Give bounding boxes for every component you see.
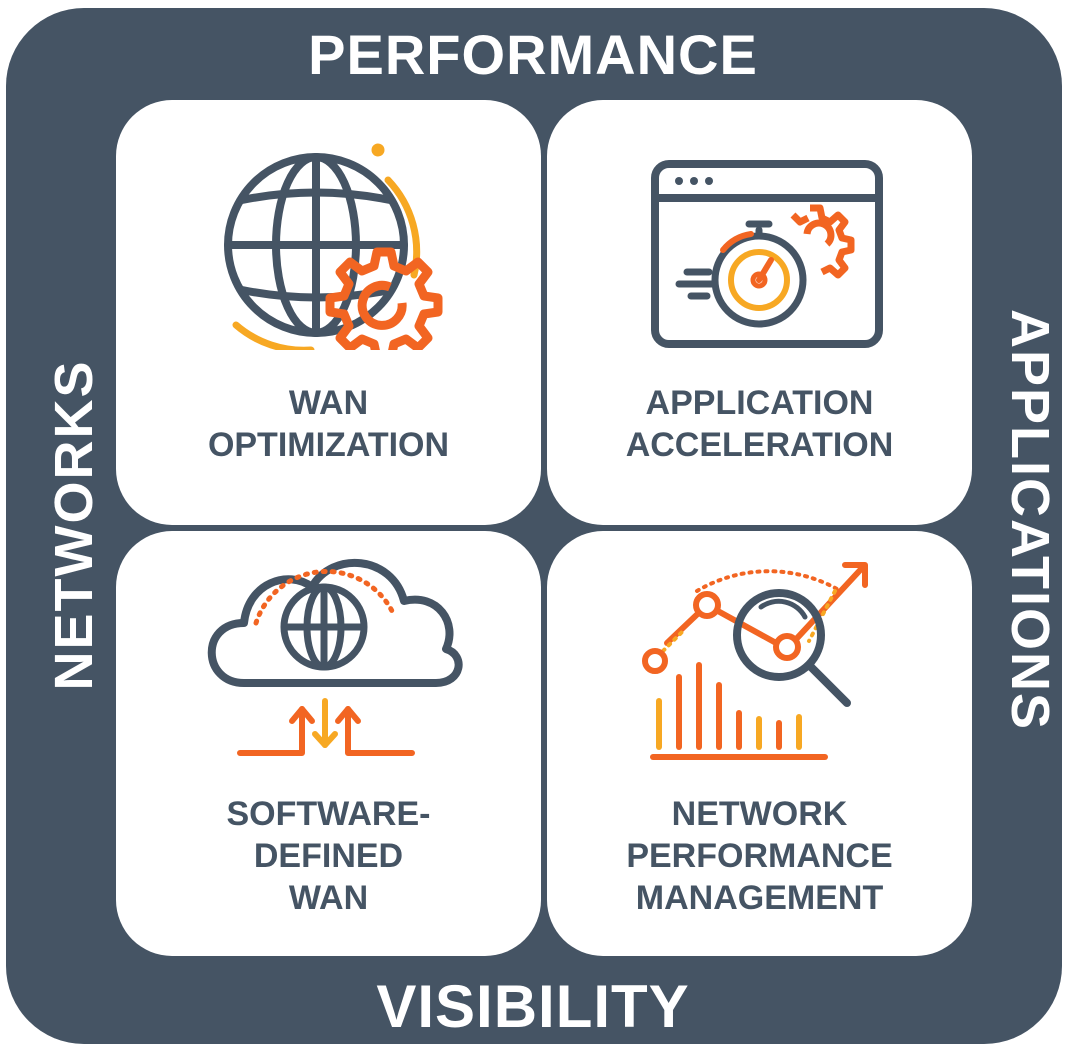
tile-label: NETWORK PERFORMANCE MANAGEMENT (626, 795, 893, 917)
globe-gear-icon (224, 143, 443, 350)
browser-stopwatch-icon (651, 160, 883, 348)
bottom-axis-label: VISIBILITY (376, 973, 690, 1040)
tile-label: APPLICATION ACCELERATION (625, 384, 894, 464)
tile-software-defined-wan: SOFTWARE- DEFINED WAN (116, 531, 541, 956)
tile-label: SOFTWARE- DEFINED WAN (226, 795, 431, 917)
cloud-globe-icon (207, 558, 463, 756)
tile-application-acceleration: APPLICATION ACCELERATION (547, 100, 972, 525)
tile-network-performance-management: NETWORK PERFORMANCE MANAGEMENT (547, 531, 972, 956)
tile-wan-optimization: WAN OPTIMIZATION (116, 100, 541, 525)
tile-label: WAN OPTIMIZATION (207, 384, 450, 464)
left-axis-label: NETWORKS (44, 359, 104, 691)
right-axis-label: APPLICATIONS (1000, 308, 1060, 732)
chart-magnifier-icon (642, 562, 868, 760)
top-axis-label: PERFORMANCE (308, 23, 758, 86)
